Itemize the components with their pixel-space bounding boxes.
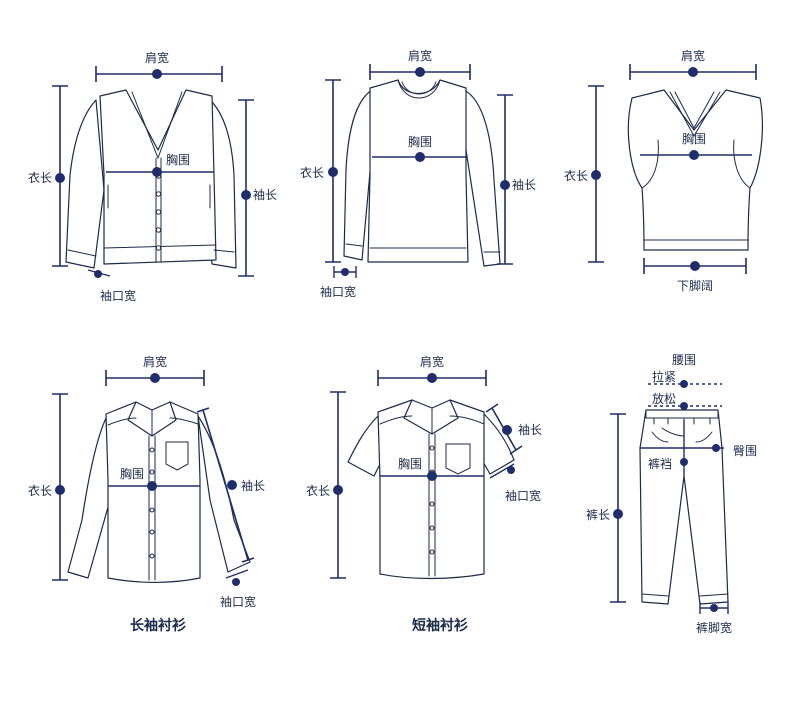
sweater-cuff-label: 袖口宽: [320, 284, 356, 299]
pants-stretched-label: 拉紧: [652, 369, 676, 384]
short-shirt-sleeve-label: 袖长: [518, 422, 542, 437]
sweater-length-label: 衣长: [300, 165, 324, 180]
vest-figure: [627, 89, 763, 251]
sweater-figure: [343, 79, 501, 267]
pants-figure: [639, 409, 729, 605]
vest-length-label: 衣长: [564, 168, 588, 183]
short-shirt-length-label: 衣长: [306, 483, 330, 498]
short-shirt-chest-label: 胸围: [398, 456, 422, 471]
long-shirt-buttons: [149, 447, 155, 559]
sweater-measurements: 肩宽 胸围 衣长 袖长 袖口宽: [300, 48, 536, 299]
short-shirt-buttons: [429, 445, 435, 555]
long-shirt-chest-label: 胸围: [120, 466, 144, 481]
long-shirt-shoulder-label: 肩宽: [143, 354, 167, 369]
short-sleeve-shirt-figure: [347, 399, 515, 580]
cardigan-length-label: 衣长: [28, 170, 52, 185]
long-sleeve-shirt-caption: 长袖衬衫: [130, 617, 186, 634]
pants-waist-label: 腰围: [672, 353, 696, 367]
short-sleeve-shirt-measurements: 肩宽 胸围 衣长 袖长 袖口宽 短袖衬衫: [306, 354, 542, 634]
pants-length-label: 裤长: [586, 508, 610, 522]
vest-shoulder-label: 肩宽: [681, 48, 705, 63]
cardigan-sleeve-label: 袖长: [253, 187, 277, 202]
cardigan-buttons: [155, 173, 162, 251]
vest-hem-label: 下脚阔: [677, 278, 713, 293]
cardigan-figure: [65, 89, 237, 269]
pants-measurements: 腰围 拉紧 放松 臀围 裤裆 裤长 裤脚宽: [586, 353, 757, 635]
vest-chest-label: 胸围: [682, 131, 706, 146]
short-shirt-shoulder-label: 肩宽: [420, 354, 444, 369]
short-shirt-cuff-label: 袖口宽: [505, 488, 541, 503]
short-sleeve-shirt-caption: 短袖衬衫: [412, 617, 468, 634]
pants-rise-label: 裤裆: [648, 457, 672, 471]
pants-hip-label: 臀围: [733, 444, 757, 458]
sweater-sleeve-label: 袖长: [512, 177, 536, 192]
pants-leg-opening-label: 裤脚宽: [696, 620, 732, 635]
sweater-shoulder-label: 肩宽: [408, 48, 432, 63]
long-sleeve-shirt-figure: [67, 401, 251, 584]
sweater-chest-label: 胸围: [408, 134, 432, 149]
long-sleeve-shirt-measurements: 肩宽 胸围 衣长 袖长 袖口宽 长袖衬衫: [28, 354, 265, 634]
cardigan-chest-label: 胸围: [166, 152, 190, 167]
cardigan-shoulder-label: 肩宽: [145, 50, 169, 65]
pants-relaxed-label: 放松: [652, 391, 676, 406]
long-shirt-sleeve-label: 袖长: [241, 478, 265, 493]
long-shirt-length-label: 衣长: [28, 483, 52, 498]
cardigan-cuff-label: 袖口宽: [100, 288, 136, 303]
cardigan-measurements: 肩宽 胸围 衣长 袖长 袖口宽: [28, 50, 277, 303]
vest-measurements: 肩宽 胸围 衣长 下脚阔: [564, 48, 757, 293]
long-shirt-cuff-label: 袖口宽: [220, 594, 256, 609]
